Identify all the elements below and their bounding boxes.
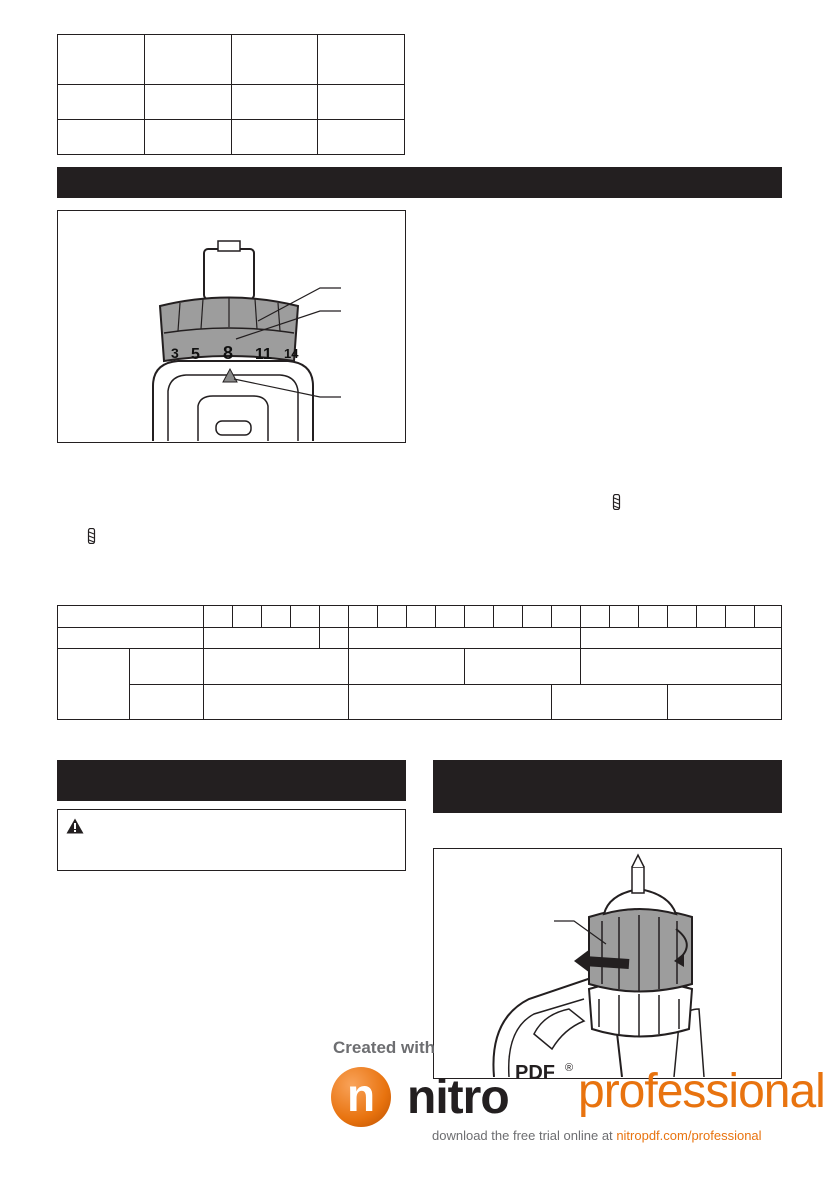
dial-number: 11 xyxy=(255,346,272,363)
dial-illustration: 3 5 8 11 14 xyxy=(152,240,341,441)
watermark-created-with: Created with xyxy=(333,1038,436,1057)
warning-triangle-icon xyxy=(66,818,84,834)
chuck-illustration xyxy=(492,853,705,1078)
watermark-brand: nitro xyxy=(407,1071,510,1124)
watermark-footer-link[interactable]: nitropdf.com/professional xyxy=(616,1128,762,1143)
section-header-bar xyxy=(57,167,782,198)
dial-number: 3 xyxy=(171,345,179,361)
settings-table xyxy=(57,605,782,720)
watermark-footer-prefix: download the free trial online at xyxy=(432,1128,613,1143)
chuck-figure xyxy=(433,848,782,1079)
drill-bit-icon xyxy=(612,494,621,510)
dial-number: 5 xyxy=(191,346,200,363)
top-spec-table xyxy=(57,34,405,155)
warning-box xyxy=(57,809,406,871)
watermark-edition: professional xyxy=(578,1065,826,1118)
watermark-footer: download the free trial online at nitrop… xyxy=(432,1128,762,1143)
drill-bit-icon xyxy=(87,528,96,544)
nitro-logo-icon: n xyxy=(331,1067,391,1127)
right-section-header xyxy=(433,760,782,813)
watermark-registered: ® xyxy=(565,1062,574,1074)
dial-number: 8 xyxy=(223,343,233,363)
dial-figure: 3 5 8 11 14 xyxy=(57,210,406,443)
dial-number: 14 xyxy=(284,346,299,361)
left-section-header xyxy=(57,760,406,801)
indicator-triangle xyxy=(222,367,238,383)
watermark-brand-sup: PDF xyxy=(515,1062,555,1084)
